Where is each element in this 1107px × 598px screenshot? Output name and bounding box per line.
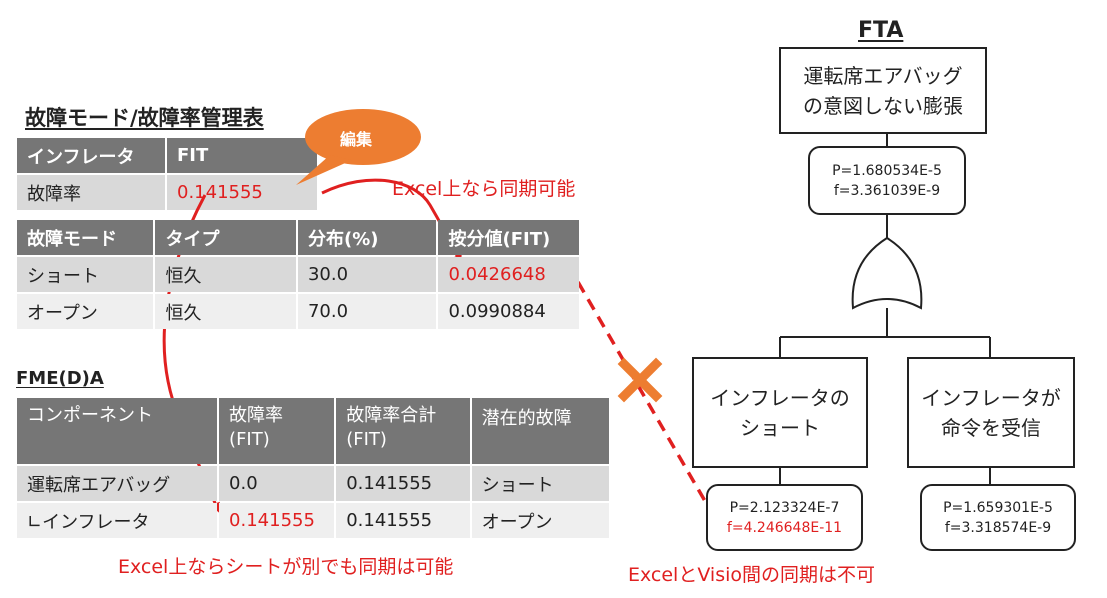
- or-gate-icon: [851, 236, 923, 310]
- mode-header-distribution: 分布(%): [297, 220, 437, 255]
- visio-sync-dashed-arrow: [576, 281, 718, 523]
- total-cell: 0.141555: [336, 503, 470, 538]
- fmea-title: FME(D)A: [16, 368, 104, 389]
- component-cell: 運転席エアバッグ: [17, 466, 218, 501]
- fit-rate-value[interactable]: 0.141555: [167, 175, 317, 210]
- fmea-table: コンポーネント 故障率 (FIT) 故障率合計 (FIT) 潜在的故障 運転席エ…: [15, 396, 611, 540]
- fta-right-event-label: インフレータが 命令を受信: [921, 385, 1061, 440]
- fta-title: FTA: [858, 18, 904, 43]
- fta-top-p: P=1.680534E-5: [832, 162, 942, 179]
- mode-header-allocation: 按分値(FIT): [438, 220, 579, 255]
- note-excel-visio: ExcelとVisio間の同期は不可: [628, 564, 875, 586]
- allocation-cell: 0.0426648: [438, 257, 579, 292]
- fta-left-p: P=2.123324E-7: [729, 499, 840, 516]
- table-row: オープン 恒久 70.0 0.0990884: [17, 294, 579, 329]
- distribution-cell: 70.0: [297, 294, 437, 329]
- mode-header-mode: 故障モード: [17, 220, 154, 255]
- mode-header-type: タイプ: [155, 220, 296, 255]
- edit-bubble-shape: [296, 109, 421, 185]
- fit-table-header-row: インフレータ FIT: [17, 138, 317, 173]
- latent-cell: オープン: [471, 503, 609, 538]
- fit-table: インフレータ FIT 故障率 0.141555: [15, 136, 319, 212]
- fmea-header-total: 故障率合計 (FIT): [336, 398, 470, 464]
- note-excel-sheet-sync: Excel上ならシートが別でも同期は可能: [118, 556, 454, 578]
- fit-table-row: 故障率 0.141555: [17, 175, 317, 210]
- fta-right-f: f=3.318574E-9: [944, 519, 1052, 536]
- fta-top-event-label: 運転席エアバッグ の意図しない膨張: [803, 63, 963, 118]
- fmea-header-latent: 潜在的故障: [471, 398, 609, 464]
- fta-right-values: P=1.659301E-5 f=3.318574E-9: [920, 484, 1076, 551]
- edit-bubble-label: 編集: [340, 130, 373, 149]
- failure-mode-table: 故障モード タイプ 分布(%) 按分値(FIT) ショート 恒久 30.0 0.…: [15, 218, 581, 331]
- rate-cell: 0.141555: [219, 503, 335, 538]
- fta-top-values: P=1.680534E-5 f=3.361039E-9: [808, 146, 966, 215]
- fta-right-event: インフレータが 命令を受信: [907, 357, 1075, 468]
- distribution-cell: 30.0: [297, 257, 437, 292]
- table-row: ショート 恒久 30.0 0.0426648: [17, 257, 579, 292]
- fta-left-event: インフレータの ショート: [692, 357, 868, 468]
- type-cell: 恒久: [155, 257, 296, 292]
- table-row: ∟インフレータ 0.141555 0.141555 オープン: [17, 503, 609, 538]
- allocation-cell: 0.0990884: [438, 294, 579, 329]
- fit-header-fit: FIT: [167, 138, 317, 173]
- mode-cell: オープン: [17, 294, 154, 329]
- mode-header-row: 故障モード タイプ 分布(%) 按分値(FIT): [17, 220, 579, 255]
- mode-cell: ショート: [17, 257, 154, 292]
- component-cell: ∟インフレータ: [17, 503, 218, 538]
- cross-icon: [617, 357, 663, 403]
- fit-rate-label: 故障率: [17, 175, 165, 210]
- fmea-header-component: コンポーネント: [17, 398, 218, 464]
- fmea-header-row: コンポーネント 故障率 (FIT) 故障率合計 (FIT) 潜在的故障: [17, 398, 609, 464]
- fta-right-p: P=1.659301E-5: [943, 499, 1053, 516]
- fta-left-values: P=2.123324E-7 f=4.246648E-11: [706, 484, 863, 551]
- table-row: 運転席エアバッグ 0.0 0.141555 ショート: [17, 466, 609, 501]
- fta-connectors: [779, 133, 991, 484]
- fta-top-event: 運転席エアバッグ の意図しない膨張: [779, 47, 987, 134]
- note-excel-sync: Excel上なら同期可能: [392, 178, 576, 200]
- fta-left-event-label: インフレータの ショート: [710, 385, 850, 440]
- rate-cell: 0.0: [219, 466, 335, 501]
- fit-table-title: 故障モード/故障率管理表: [25, 106, 264, 130]
- fta-left-f: f=4.246648E-11: [726, 519, 843, 536]
- total-cell: 0.141555: [336, 466, 470, 501]
- fmea-header-rate: 故障率 (FIT): [219, 398, 335, 464]
- latent-cell: ショート: [471, 466, 609, 501]
- fta-top-f: f=3.361039E-9: [833, 182, 941, 199]
- type-cell: 恒久: [155, 294, 296, 329]
- fit-header-component: インフレータ: [17, 138, 165, 173]
